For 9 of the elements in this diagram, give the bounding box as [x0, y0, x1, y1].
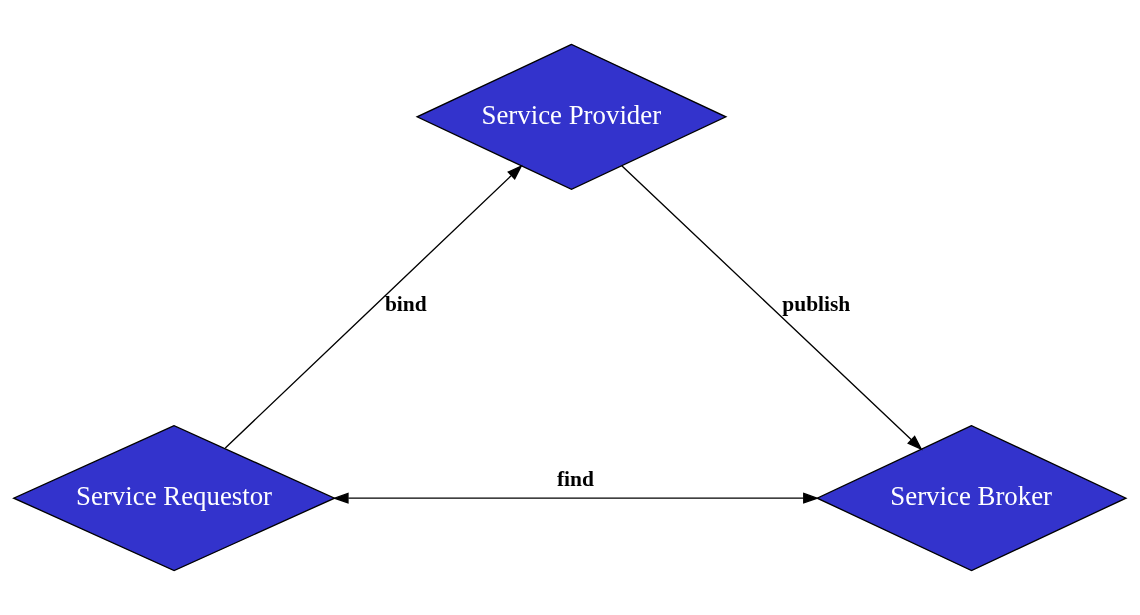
arrow [224, 164, 523, 449]
edge-label: find [556, 466, 594, 491]
node-diamond: Service Provider [415, 43, 728, 191]
arrow [332, 492, 820, 504]
node-diamond: Service Broker [815, 424, 1128, 572]
arrow [621, 165, 923, 451]
edge-label: bind [384, 292, 427, 317]
node-diamond: Service Requestor [12, 424, 337, 572]
edge-label: publish [782, 292, 851, 317]
